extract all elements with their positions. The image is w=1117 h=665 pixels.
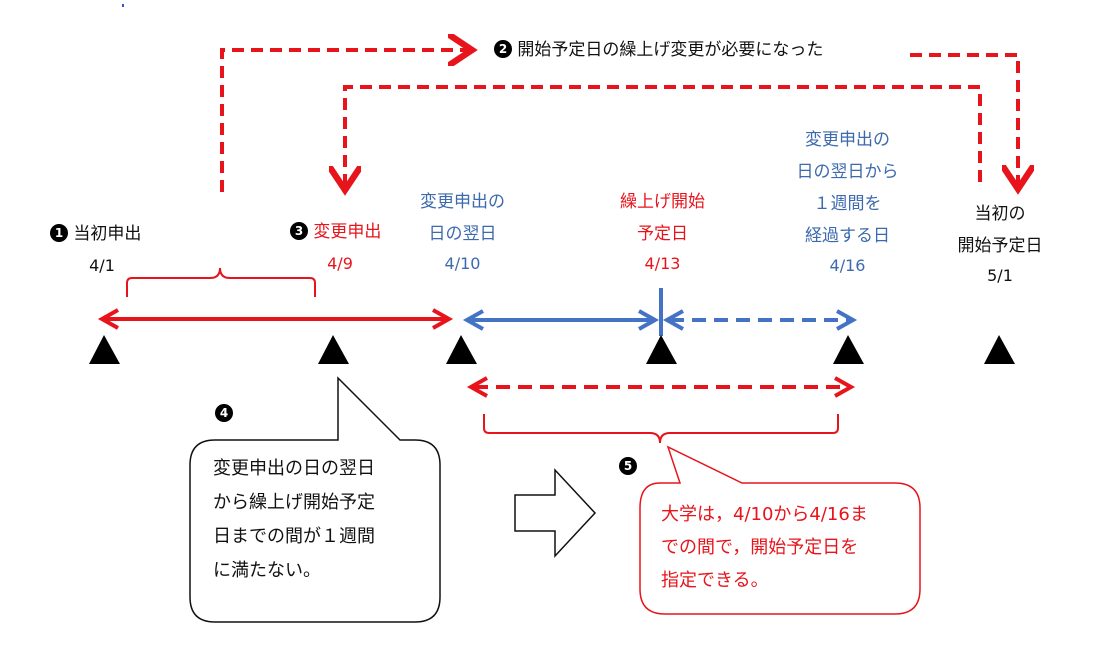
marker-4: 4: [215, 404, 233, 422]
top-dashed-arrow-1: [220, 50, 468, 192]
loop-dashed-arrow: [345, 85, 982, 186]
timeline-marker-4-16: [833, 335, 864, 364]
label-marker-4: 4: [214, 402, 234, 426]
label-one-week: 変更申出の 日の翌日から １週間を 経過する日 4/16: [780, 128, 915, 278]
bubble-left-text: 変更申出の日の翌日 から繰上げ開始予定 日までの間が１週間 に満たない。: [213, 455, 375, 585]
one-week-date: 4/16: [829, 256, 866, 275]
top-note: 2 開始予定日の繰上げ変更が必要になった: [494, 38, 823, 62]
label-advance-start: 繰上げ開始 予定日 4/13: [600, 190, 725, 276]
original-start-line2: 開始予定日: [957, 236, 1043, 256]
marker-5: 5: [619, 457, 637, 475]
timeline-marker-4-10: [446, 335, 477, 364]
one-week-line3: １週間を: [813, 194, 882, 214]
bubble-left-line2: から繰上げ開始予定: [213, 492, 375, 513]
label-change: 3 変更申出: [290, 220, 410, 244]
bubble-right-text: 大学は，4/10から4/16ま での間で，開始予定日を 指定できる。: [661, 500, 868, 596]
timeline-marker-5-1: [984, 335, 1015, 364]
stray-dot: [122, 4, 124, 7]
initial-title: 当初申出: [73, 224, 142, 244]
bubble-right-shape: [639, 445, 921, 615]
advance-start-line1: 繰上げ開始: [620, 192, 705, 212]
red-dashed-arrowhead-left: [466, 376, 488, 398]
original-start-date: 5/1: [987, 266, 1013, 285]
timeline-marker-4-1: [89, 335, 120, 364]
one-week-line4: 経過する日: [805, 226, 890, 246]
bubble-right-line1: 大学は，4/10から4/16ま: [661, 504, 868, 525]
blue-span-arrowhead-left: [462, 309, 484, 331]
one-week-line2: 日の翌日から: [796, 162, 899, 182]
bracket-bottom: [483, 414, 839, 444]
label-marker-5: 5: [618, 455, 638, 479]
top-dashed-arrow-2: [910, 53, 1018, 185]
red-span-arrowhead-right: [432, 308, 454, 330]
label-initial: 1 当初申出: [50, 222, 170, 246]
bubble-right-line3: 指定できる。: [661, 570, 769, 591]
next-day-line1: 変更申出の: [420, 192, 505, 212]
timeline-marker-4-13: [646, 335, 677, 364]
original-start-line1: 当初の: [974, 204, 1026, 224]
bubble-left-line4: に満たない。: [213, 560, 321, 581]
advance-start-line2: 予定日: [637, 224, 688, 244]
one-week-line1: 変更申出の: [805, 130, 890, 150]
blue-dashed-arrowhead-right: [836, 309, 858, 331]
initial-date: 4/1: [89, 256, 115, 275]
change-date: 4/9: [327, 254, 353, 273]
label-original-start: 当初の 開始予定日 5/1: [940, 202, 1060, 288]
bubble-right-line2: での間で，開始予定日を: [661, 537, 859, 558]
label-next-day: 変更申出の 日の翌日 4/10: [400, 190, 525, 276]
next-day-line2: 日の翌日: [428, 224, 497, 244]
bubble-left-line1: 変更申出の日の翌日: [213, 458, 375, 479]
change-title: 変更申出: [313, 222, 382, 242]
bubble-left-line3: 日までの間が１週間: [213, 526, 375, 547]
red-dashed-arrowhead-right: [834, 376, 856, 398]
marker-1: 1: [50, 224, 68, 242]
bracket-top: [126, 267, 316, 297]
red-span-arrowhead-left: [97, 308, 119, 330]
bubble-left-shape: [189, 376, 441, 623]
marker-3: 3: [290, 222, 308, 240]
blue-dashed-arrowhead-left: [662, 309, 684, 331]
timeline-marker-4-9: [318, 335, 349, 364]
next-day-date: 4/10: [444, 254, 481, 273]
blue-span-arrowhead-right: [638, 309, 660, 331]
marker-2: 2: [494, 40, 512, 58]
advance-start-date: 4/13: [644, 254, 681, 273]
top-note-text: 開始予定日の繰上げ変更が必要になった: [517, 40, 824, 60]
hollow-right-arrow: [514, 468, 597, 558]
